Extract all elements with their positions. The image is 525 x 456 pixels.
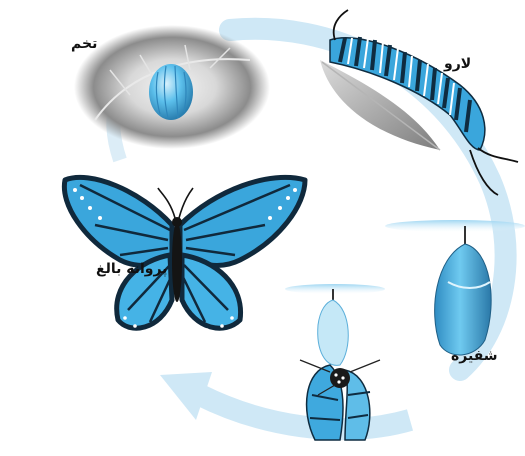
egg-stage (74, 25, 270, 149)
egg-label: تخم (71, 36, 97, 52)
empty-chrysalis (318, 300, 349, 365)
pupa-label: شفیره (451, 348, 498, 364)
adult-label: پروانه بالغ (96, 261, 167, 277)
adult-butterfly (64, 177, 305, 331)
larva-label: لارو (444, 56, 471, 72)
chrysalis (435, 244, 492, 355)
